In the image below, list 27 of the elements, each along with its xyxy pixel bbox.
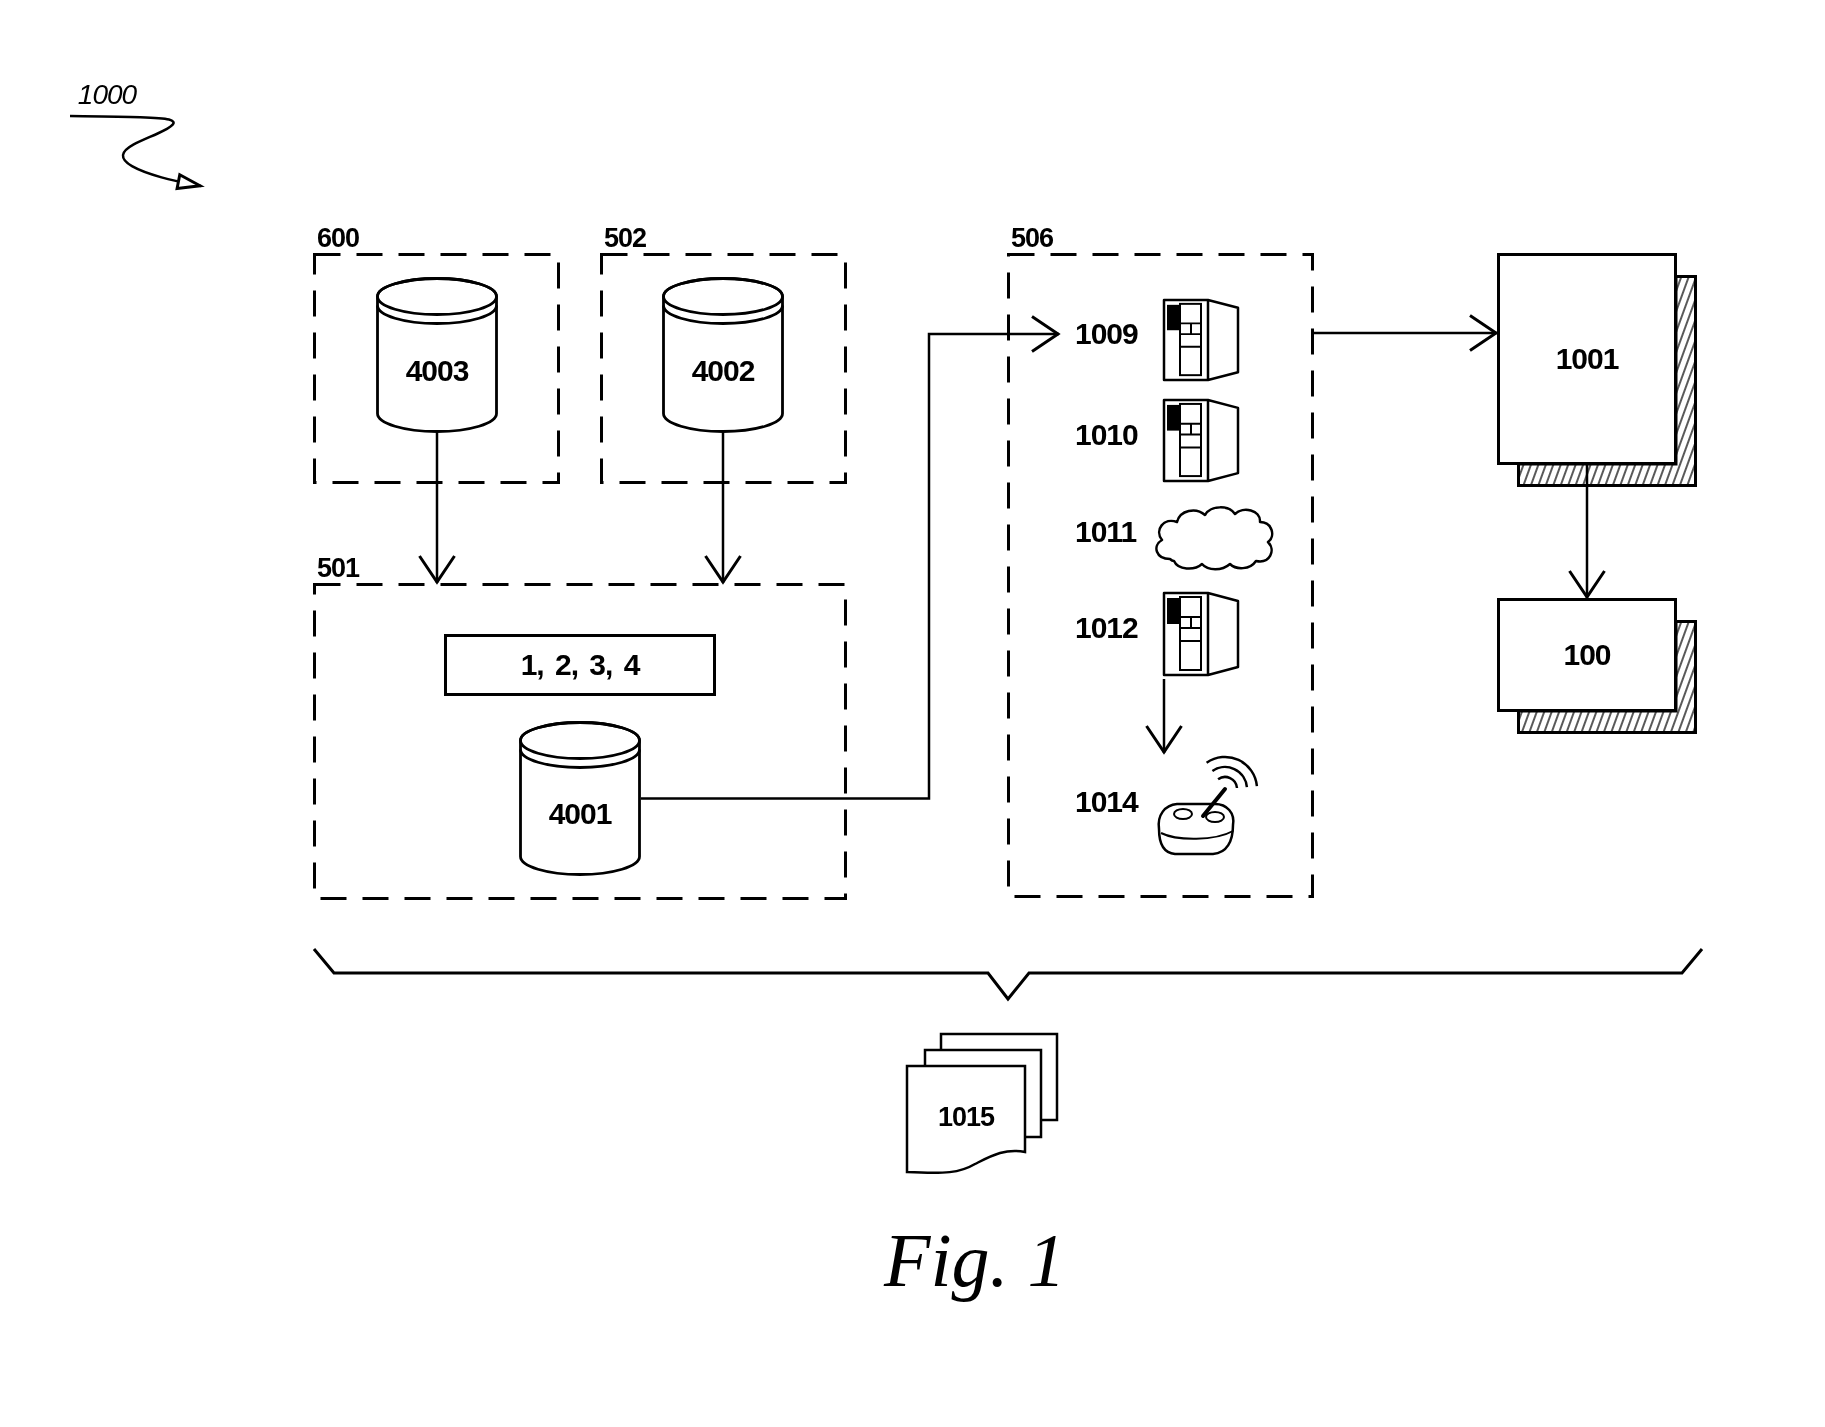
reference-numeral: 1010	[1075, 420, 1138, 450]
arrow	[641, 315, 1060, 800]
reference-numeral: 1001	[1555, 344, 1619, 374]
reference-numeral: 4002	[691, 355, 755, 386]
figure-caption: Fig. 1	[884, 1217, 1066, 1304]
document-box	[1497, 598, 1677, 712]
reference-numeral: 4001	[548, 799, 612, 829]
reference-numeral: 1011	[1075, 517, 1137, 547]
reference-numeral: 100	[1563, 640, 1611, 670]
record-box	[444, 634, 716, 696]
record-values: 1, 2, 3, 4	[520, 650, 640, 680]
reference-numeral: 502	[604, 225, 647, 251]
leader-arrow	[70, 114, 202, 190]
reference-numeral: 600	[317, 225, 360, 251]
arrow	[704, 433, 742, 584]
reference-numeral: 4003	[405, 355, 469, 386]
arrow	[1145, 679, 1183, 754]
reference-numeral: 1000	[77, 80, 137, 110]
reference-numeral: 1009	[1075, 319, 1138, 349]
reference-numeral: 1012	[1075, 613, 1138, 643]
arrow	[1314, 314, 1498, 352]
reference-numeral: 501	[317, 555, 360, 581]
document-box	[1497, 253, 1677, 465]
arrow	[418, 433, 456, 584]
reference-numeral: 1014	[1075, 787, 1138, 817]
reference-numeral: 1015	[937, 1102, 995, 1132]
reference-numeral: 506	[1011, 225, 1054, 251]
